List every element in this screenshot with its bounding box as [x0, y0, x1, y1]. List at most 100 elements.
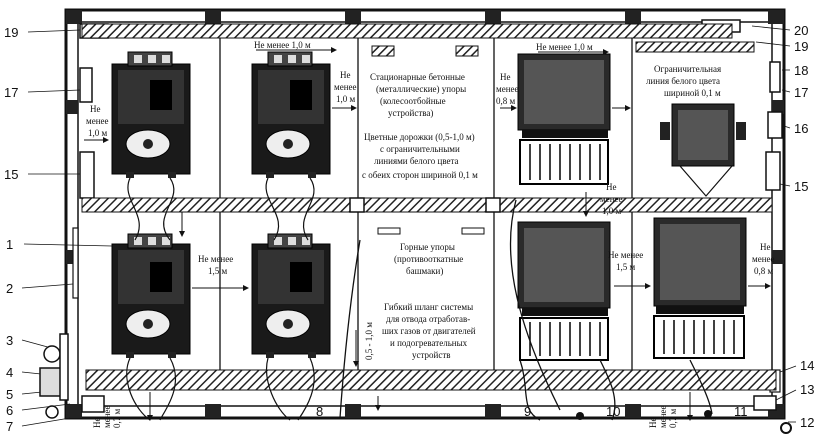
white-line-text-3: шириной 0,1 м: [664, 88, 721, 98]
right-center-dist-1: Не менее: [608, 250, 643, 260]
middle-beam: [81, 197, 773, 213]
left-dist-top-1: Не: [90, 104, 101, 114]
drain-12: [780, 422, 792, 434]
bottom-beam: [85, 369, 777, 391]
inner-floor: [77, 21, 773, 407]
callout-2: 2: [6, 281, 13, 296]
bottom-left-dist-2: менее: [102, 405, 112, 428]
stops-text-3: (колесоотбойные: [380, 96, 446, 106]
callout-6: 6: [6, 403, 13, 418]
top-beam: [81, 23, 733, 39]
white-line-text-2: линия белого цвета: [646, 76, 720, 86]
callout-20: 20: [794, 23, 808, 38]
bay-dividers: [219, 38, 633, 370]
right-center-dist-2: 1,5 м: [616, 262, 636, 272]
dimension-arrows: [84, 47, 771, 421]
callout-8: 8: [316, 404, 323, 419]
stationary-stop-2: [455, 45, 479, 57]
left-dist-top-2: менее: [86, 116, 109, 126]
far-right-dist-3: 0,8 м: [754, 266, 774, 276]
callout-5: 5: [6, 387, 13, 402]
door-left-17: [79, 67, 93, 103]
stationary-stop-1: [371, 45, 395, 57]
callout-17-right: 17: [794, 85, 808, 100]
callout-17-left: 17: [4, 85, 18, 100]
hose-text-5: устройств: [412, 350, 451, 360]
truck-top-right-1: [517, 53, 611, 185]
door-bottom-right-13: [753, 395, 777, 411]
callout-3: 3: [6, 333, 13, 348]
callout-9: 9: [524, 404, 531, 419]
callout-15-left: 15: [4, 167, 18, 182]
exhaust-sockets: [576, 410, 712, 420]
white-line-area: [635, 41, 755, 53]
wall-columns: [66, 10, 784, 418]
left-dist-top-3: 1,0 м: [88, 128, 108, 138]
paths-text-4: с обеих сторон шириной 0,1 м: [362, 170, 478, 180]
bottom-right-dist-1: Не: [648, 418, 658, 429]
door-right-16: [767, 111, 783, 139]
callout-7: 7: [6, 419, 13, 434]
callout-16: 16: [794, 121, 808, 136]
callout-11: 11: [734, 404, 748, 419]
vehicle-top-second: [251, 51, 331, 178]
top-dist-label-2: Не менее 1,0 м: [536, 42, 593, 52]
bottom-right-dist-3: 0,7 м: [668, 409, 678, 429]
mid-dist-top-3: 1,0 м: [336, 94, 356, 104]
bottom-right-dist-2: менее: [658, 405, 668, 428]
truck-top-right-2: [660, 103, 746, 197]
callout-15-right: 15: [794, 179, 808, 194]
far-right-dist-1: Не: [760, 242, 771, 252]
building-outline: [64, 8, 786, 420]
mid-dist-top-1: Не: [340, 70, 351, 80]
window-left-2: [72, 227, 79, 299]
exhaust-hoses-right: [339, 199, 713, 421]
right-dist-top-3: 0,8 м: [496, 96, 516, 106]
post-2: [485, 197, 501, 213]
mountain-stops-1: Горные упоры: [400, 242, 455, 252]
vehicle-bottom-left: [111, 233, 191, 358]
vehicle-top-left: [111, 51, 191, 178]
door-left-15: [79, 151, 95, 199]
mountain-stops-3: башмаки): [406, 266, 443, 276]
center-dist-1: Не менее: [198, 254, 233, 264]
center-dist-2: 1,5 м: [208, 266, 228, 276]
callout-19-left: 19: [4, 25, 18, 40]
bottom-left-dist-1: Не: [92, 418, 102, 429]
vehicle-bottom-second: [251, 233, 331, 358]
mountain-stop-2: [461, 227, 485, 235]
bottom-left-dist-3: 0,7 м: [112, 409, 122, 429]
mid-dist-top-2: менее: [334, 82, 357, 92]
callout-4: 4: [6, 365, 13, 380]
right-dist-mid-3: 1,0 м: [602, 206, 622, 216]
door-bottom-left: [81, 395, 105, 413]
exhaust-hoses-left: [126, 177, 315, 421]
truck-bottom-right-2: [653, 217, 747, 359]
stops-text-4: устройства): [388, 108, 433, 118]
paths-text-1: Цветные дорожки (0,5-1,0 м): [364, 132, 475, 142]
right-dist-top-2: менее: [496, 84, 519, 94]
post-1: [349, 197, 365, 213]
callout-19-right: 19: [794, 39, 808, 54]
stops-text-1: Стационарные бетонные: [370, 72, 465, 82]
door-right-18: [769, 61, 781, 93]
hose-text-1: Гибкий шланг системы: [384, 302, 473, 312]
mountain-stops-2: (противооткатные: [394, 254, 463, 264]
far-right-dist-2: менее: [752, 254, 775, 264]
top-dist-label-1: Не менее 1,0 м: [254, 40, 311, 50]
side-equipment-left: [39, 333, 69, 419]
right-dist-mid-1: Не: [606, 182, 617, 192]
hose-text-3: ших газов от двигателей: [382, 326, 476, 336]
mountain-stop-1: [377, 227, 401, 235]
vertical-dist-label: 0,5 - 1,0 м: [364, 322, 374, 360]
paths-text-3: линиями белого цвета: [374, 156, 459, 166]
callout-14: 14: [800, 358, 814, 373]
paths-text-2: с ограничительными: [380, 144, 460, 154]
right-dist-top-1: Не: [500, 72, 511, 82]
stops-text-2: (металлические) упоры: [376, 84, 466, 94]
callout-12: 12: [800, 415, 814, 430]
truck-bottom-right-1: [517, 221, 611, 361]
callout-13: 13: [800, 382, 814, 397]
callout-18: 18: [794, 63, 808, 78]
